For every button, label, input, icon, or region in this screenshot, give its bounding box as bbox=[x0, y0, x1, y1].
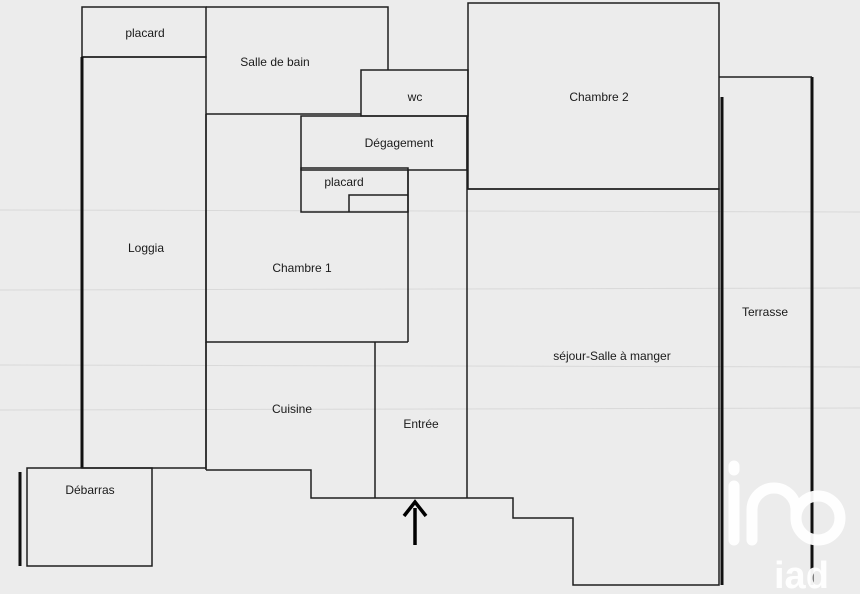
label-wc: wc bbox=[407, 90, 423, 104]
label-sejour: séjour-Salle à manger bbox=[553, 349, 670, 363]
label-cuisine: Cuisine bbox=[272, 402, 312, 416]
label-degagement: Dégagement bbox=[365, 136, 434, 150]
label-terrasse: Terrasse bbox=[742, 305, 788, 319]
room-labels: placard Salle de bain wc Chambre 2 Dégag… bbox=[65, 26, 788, 497]
label-salle-de-bain: Salle de bain bbox=[240, 55, 309, 69]
room-debarras bbox=[26, 467, 153, 567]
label-loggia: Loggia bbox=[128, 241, 164, 255]
label-debarras: Débarras bbox=[65, 483, 114, 497]
iad-logo: iad bbox=[728, 460, 846, 594]
label-chambre-1: Chambre 1 bbox=[272, 261, 332, 275]
room-salle-de-bain bbox=[206, 6, 389, 70]
label-placard-mid: placard bbox=[324, 175, 363, 189]
label-placard-top: placard bbox=[125, 26, 164, 40]
room-placard-mid bbox=[300, 167, 409, 213]
room-sejour bbox=[467, 188, 720, 586]
svg-text:iad: iad bbox=[774, 555, 829, 594]
paper-texture bbox=[0, 209, 860, 411]
room-loggia bbox=[81, 56, 207, 469]
label-chambre-2: Chambre 2 bbox=[569, 90, 629, 104]
label-entree: Entrée bbox=[403, 417, 439, 431]
entrance-arrow-icon bbox=[402, 499, 428, 545]
